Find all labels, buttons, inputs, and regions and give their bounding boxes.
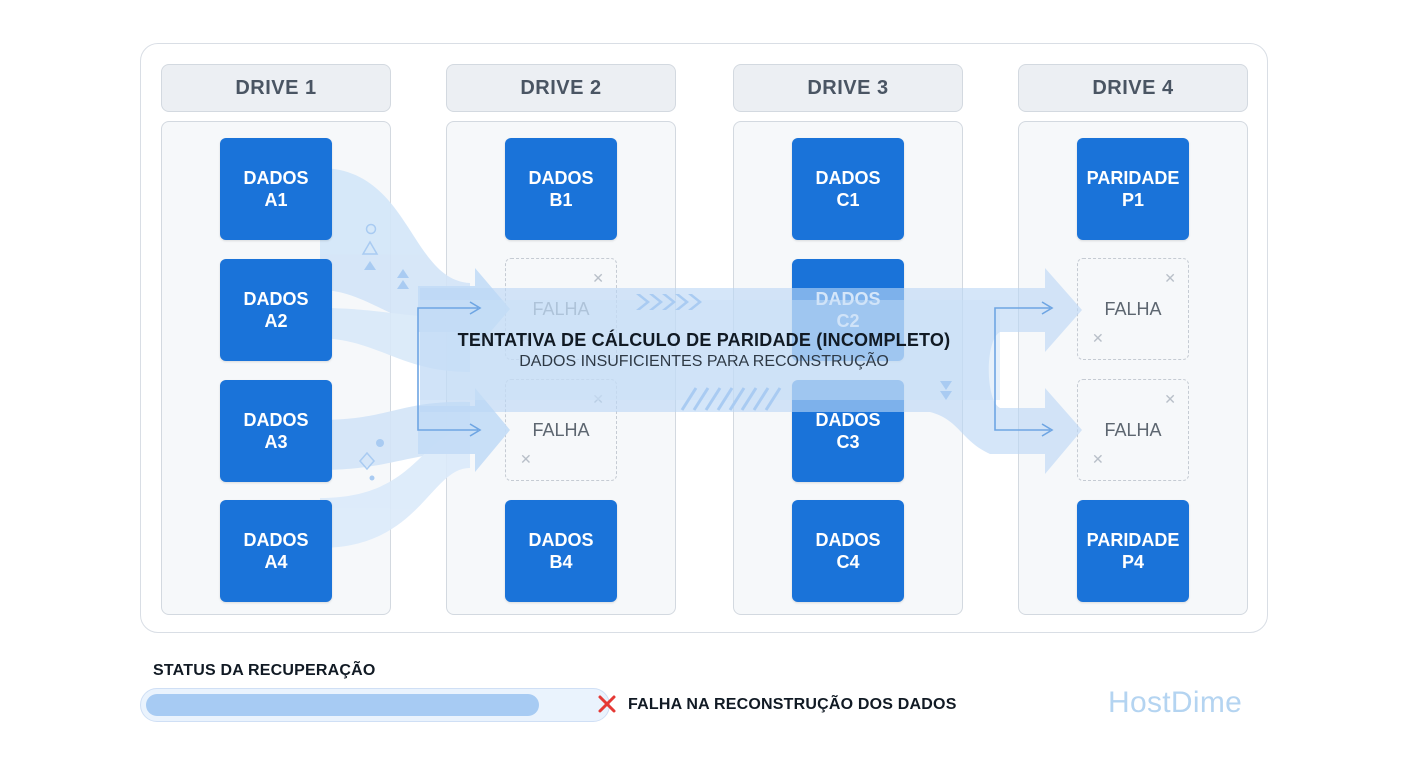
fail-label: FALHA [1104,298,1162,319]
parity-attempt-subtitle: DADOS INSUFICIENTES PARA RECONSTRUÇÃO [519,353,889,370]
block-id: A3 [264,432,288,452]
block-id: B1 [549,190,573,210]
data-block-a2: DADOS A2 [220,259,332,361]
data-block-c1: DADOS C1 [792,138,904,240]
close-icon: ✕ [592,391,604,407]
block-id: B4 [549,552,573,572]
drive-2-failed-slot-3: FALHA ✕ ✕ [505,379,617,481]
recovery-result-text: FALHA NA RECONSTRUÇÃO DOS DADOS [628,696,957,713]
block-label: DADOS [243,410,309,430]
block-id: C2 [836,311,860,331]
red-x-icon [598,695,616,713]
data-block-c4: DADOS C4 [792,500,904,602]
fail-label: FALHA [532,419,590,440]
close-icon: ✕ [1092,451,1104,467]
data-block-c3: DADOS C3 [792,380,904,482]
recovery-status-label: STATUS DA RECUPERAÇÃO [153,662,376,679]
close-icon: ✕ [1164,270,1176,286]
fail-label: FALHA [532,298,590,319]
close-icon: ✕ [592,270,604,286]
hostdime-logo: HostDime [1108,686,1243,719]
recovery-progress-bar [140,688,610,722]
block-id: A2 [264,311,288,331]
block-id: P4 [1121,552,1145,572]
block-label: DADOS [815,410,881,430]
close-icon: ✕ [520,451,532,467]
block-label: DADOS [815,289,881,309]
block-label: PARIDADE [1086,168,1180,188]
data-block-b4: DADOS B4 [505,500,617,602]
parity-block-p1: PARIDADE P1 [1077,138,1189,240]
block-id: C4 [836,552,860,572]
block-label: DADOS [528,530,594,550]
drive-4-failed-slot-3: FALHA ✕ ✕ [1077,379,1189,481]
block-id: P1 [1121,190,1145,210]
recovery-progress-fill [146,694,539,716]
block-label: DADOS [815,168,881,188]
parity-attempt-title: TENTATIVA DE CÁLCULO DE PARIDADE (INCOMP… [457,330,951,350]
block-label: DADOS [243,289,309,309]
parity-block-p4: PARIDADE P4 [1077,500,1189,602]
data-block-b1: DADOS B1 [505,138,617,240]
drive-1-header: DRIVE 1 [161,64,391,112]
block-label: DADOS [815,530,881,550]
block-id: A4 [264,552,288,572]
drive-4-header: DRIVE 4 [1018,64,1248,112]
data-block-a3: DADOS A3 [220,380,332,482]
close-icon: ✕ [1164,391,1176,407]
block-id: A1 [264,190,288,210]
data-block-a4: DADOS A4 [220,500,332,602]
fail-label: FALHA [1104,419,1162,440]
block-id: C3 [836,432,860,452]
block-label: DADOS [243,530,309,550]
block-label: DADOS [243,168,309,188]
block-id: C1 [836,190,860,210]
drive-3-header: DRIVE 3 [733,64,963,112]
close-icon: ✕ [1092,330,1104,346]
drive-2-header: DRIVE 2 [446,64,676,112]
block-label: PARIDADE [1086,530,1180,550]
block-label: DADOS [528,168,594,188]
data-block-a1: DADOS A1 [220,138,332,240]
drive-4-failed-slot-2: FALHA ✕ ✕ [1077,258,1189,360]
